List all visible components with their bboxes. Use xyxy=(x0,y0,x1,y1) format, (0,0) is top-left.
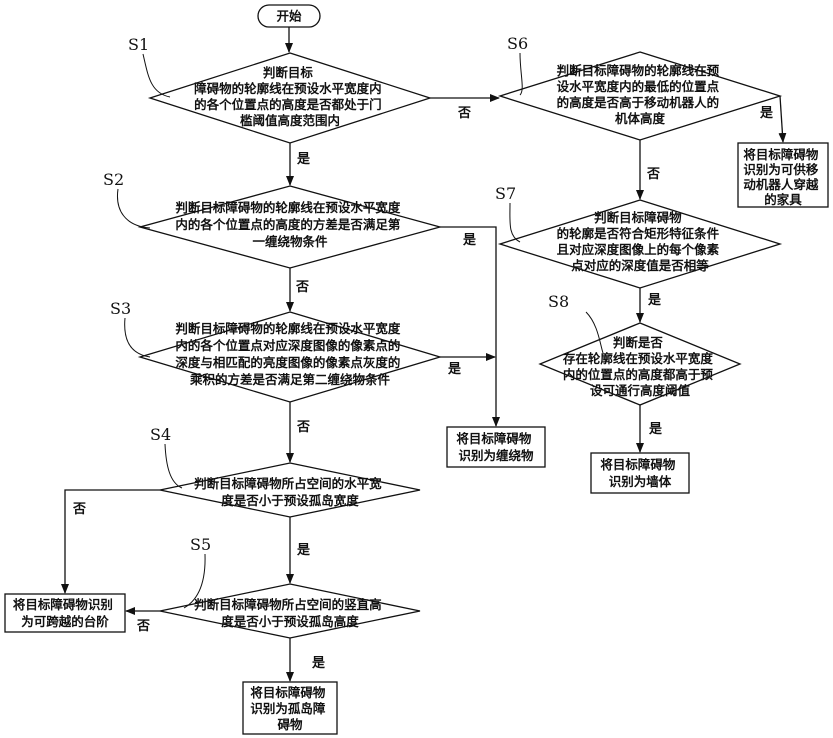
step-leader-s3 xyxy=(124,317,151,358)
result-island-line-3: 碍物 xyxy=(277,717,303,732)
result-step-line-2: 为可跨越的台阶 xyxy=(21,614,109,629)
decision-s7-line-2: 的轮廓是否符合矩形特征条件 xyxy=(557,226,720,241)
decision-s5-line-2: 度是否小于预设孤岛高度 xyxy=(221,614,359,629)
decision-s3-line-3: 深度与相匹配的亮度图像的像素点灰度的 xyxy=(175,355,400,370)
result-step-text: 将目标障碍物识别 为可跨越的台阶 xyxy=(13,597,117,629)
decision-s3-text: 判断目标障碍物的轮廓线在预设水平宽度 内的各个位置点对应深度图像的像素点的 深度… xyxy=(175,321,404,387)
edge-label-s4-no: 否 xyxy=(72,502,86,517)
result-step-line-1: 将目标障碍物识别 xyxy=(13,597,113,612)
edge-label-s4-yes: 是 xyxy=(296,543,311,558)
result-furniture-line-4: 的家具 xyxy=(764,192,802,207)
decision-s5-line-1: 判断目标障碍物所占空间的竖直高 xyxy=(194,597,382,612)
decision-s1-text: 判断目标 障碍物的轮廓线在预设水平宽度内 的各个位置点的高度是否都处于门 槛阈值… xyxy=(194,65,386,128)
edge-label-s8-yes: 是 xyxy=(648,422,663,437)
decision-s2-line-1: 判断目标障碍物的轮廓线在预设水平宽度 xyxy=(175,200,401,215)
decision-s6-line-2: 设水平宽度内的最低的位置点 xyxy=(557,79,720,94)
step-label-s1: S1 xyxy=(128,35,149,54)
step-label-s7: S7 xyxy=(495,184,516,203)
result-furniture-text: 将目标障碍物 识别为可供移 动机器人穿越 的家具 xyxy=(743,147,822,207)
result-winding-line-2: 识别为缠绕物 xyxy=(458,448,534,463)
decision-s8-line-1: 判断是否 xyxy=(613,335,664,350)
decision-s7-line-4: 点对应的深度值是否相等 xyxy=(571,258,709,273)
result-winding-line-1: 将目标障碍物 xyxy=(456,431,532,446)
decision-s6-line-4: 机体高度 xyxy=(615,111,666,126)
result-furniture-line-3: 动机器人穿越 xyxy=(743,177,819,192)
decision-s1-line-1: 判断目标 xyxy=(263,65,314,80)
edge-label-s5-no: 否 xyxy=(136,619,150,634)
step-leader-s4 xyxy=(164,443,183,489)
decision-s2-line-3: 一缠绕物条件 xyxy=(252,234,328,249)
decision-s6-line-3: 的高度是否高于移动机器人的 xyxy=(557,95,720,110)
edge-label-s2-no: 否 xyxy=(295,280,309,295)
result-furniture-box xyxy=(737,142,829,208)
step-leader-s6 xyxy=(519,52,523,96)
start-label: 开始 xyxy=(276,9,302,24)
decision-s2-text: 判断目标障碍物的轮廓线在预设水平宽度 内的各个位置点的高度的方差是否满足第 一缠… xyxy=(175,200,404,249)
edge-s6-furniture xyxy=(778,95,787,143)
result-step-box xyxy=(4,593,126,633)
edge-label-s2-yes: 是 xyxy=(462,233,477,248)
edge-s2-winding xyxy=(440,226,500,427)
edge-label-s7-yes: 是 xyxy=(647,293,662,308)
step-leader-s2 xyxy=(116,188,151,229)
step-leader-s7 xyxy=(509,202,521,243)
result-wall-line-1: 将目标障碍物 xyxy=(600,457,676,472)
decision-s8-line-2: 存在轮廓线在预设水平宽度 xyxy=(562,351,714,366)
decision-s7-line-1: 判断目标障碍物 xyxy=(594,210,682,225)
decision-s8-line-3: 内的位置点的高度都高于预 xyxy=(563,367,714,382)
edge-label-s3-no: 否 xyxy=(296,420,310,435)
result-winding-box xyxy=(446,426,546,468)
result-island-box xyxy=(242,681,338,735)
decision-s4-text: 判断目标障碍物所占空间的水平宽 度是否小于预设孤岛宽度 xyxy=(194,476,386,508)
decision-s3-line-4: 乘积的方差是否满足第二缠绕物条件 xyxy=(189,372,391,387)
step-leader-s5 xyxy=(183,553,206,609)
decision-s6-text: 判断目标障碍物的轮廓线在预 设水平宽度内的最低的位置点 的高度是否高于移动机器人… xyxy=(557,63,724,126)
step-label-s3: S3 xyxy=(110,299,131,318)
result-wall-line-2: 识别为墙体 xyxy=(609,474,672,489)
result-island-line-2: 识别为孤岛障 xyxy=(250,701,326,716)
result-island-line-1: 将目标障碍物 xyxy=(250,685,326,700)
result-furniture-line-2: 识别为可供移 xyxy=(743,162,819,177)
edge-label-s5-yes: 是 xyxy=(311,656,326,671)
decision-s5-text: 判断目标障碍物所占空间的竖直高 度是否小于预设孤岛高度 xyxy=(194,597,386,629)
decision-s3-line-2: 内的各个位置点对应深度图像的像素点的 xyxy=(175,338,400,353)
decision-s6-line-1: 判断目标障碍物的轮廓线在预 xyxy=(557,63,720,78)
edge-label-s1-yes: 是 xyxy=(296,152,311,167)
decision-s2-line-2: 内的各个位置点的高度的方差是否满足第 xyxy=(175,217,401,232)
decision-s7-text: 判断目标障碍物 的轮廓是否符合矩形特征条件 且对应深度图像上的每个像素 点对应的… xyxy=(557,210,724,273)
edge-label-s6-yes: 是 xyxy=(759,106,774,121)
edge-label-s1-no: 否 xyxy=(457,106,471,121)
result-island-text: 将目标障碍物 识别为孤岛障 碍物 xyxy=(250,685,329,732)
edge-s4-step xyxy=(61,489,160,594)
step-label-s5: S5 xyxy=(190,535,211,554)
result-winding-text: 将目标障碍物 识别为缠绕物 xyxy=(456,431,535,463)
decision-s1-line-2: 障碍物的轮廓线在预设水平宽度内 xyxy=(194,81,382,96)
result-wall-box xyxy=(590,452,690,494)
step-leader-s8 xyxy=(585,311,604,354)
result-wall-text: 将目标障碍物 识别为墙体 xyxy=(600,457,679,489)
decision-s8-line-4: 设可通行高度阈值 xyxy=(590,383,691,398)
step-label-s6: S6 xyxy=(507,34,528,53)
decision-s4-line-2: 度是否小于预设孤岛宽度 xyxy=(221,493,359,508)
step-label-s8: S8 xyxy=(548,292,569,311)
decision-s8-text: 判断是否 存在轮廓线在预设水平宽度 内的位置点的高度都高于预 设可通行高度阈值 xyxy=(562,335,717,398)
result-furniture-line-1: 将目标障碍物 xyxy=(743,147,819,162)
step-leader-s1 xyxy=(142,53,171,98)
decision-s3-line-1: 判断目标障碍物的轮廓线在预设水平宽度 xyxy=(175,321,401,336)
edge-label-s6-no: 否 xyxy=(646,167,660,182)
edge-label-s3-yes: 是 xyxy=(447,362,462,377)
step-label-s2: S2 xyxy=(103,170,124,189)
decision-s1-line-3: 的各个位置点的高度是否都处于门 xyxy=(194,97,382,112)
decision-s1-line-4: 槛阈值高度范围内 xyxy=(240,113,340,128)
decision-s4-line-1: 判断目标障碍物所占空间的水平宽 xyxy=(194,476,382,491)
step-label-s4: S4 xyxy=(150,425,171,444)
decision-s7-line-3: 且对应深度图像上的每个像素 xyxy=(557,242,720,257)
